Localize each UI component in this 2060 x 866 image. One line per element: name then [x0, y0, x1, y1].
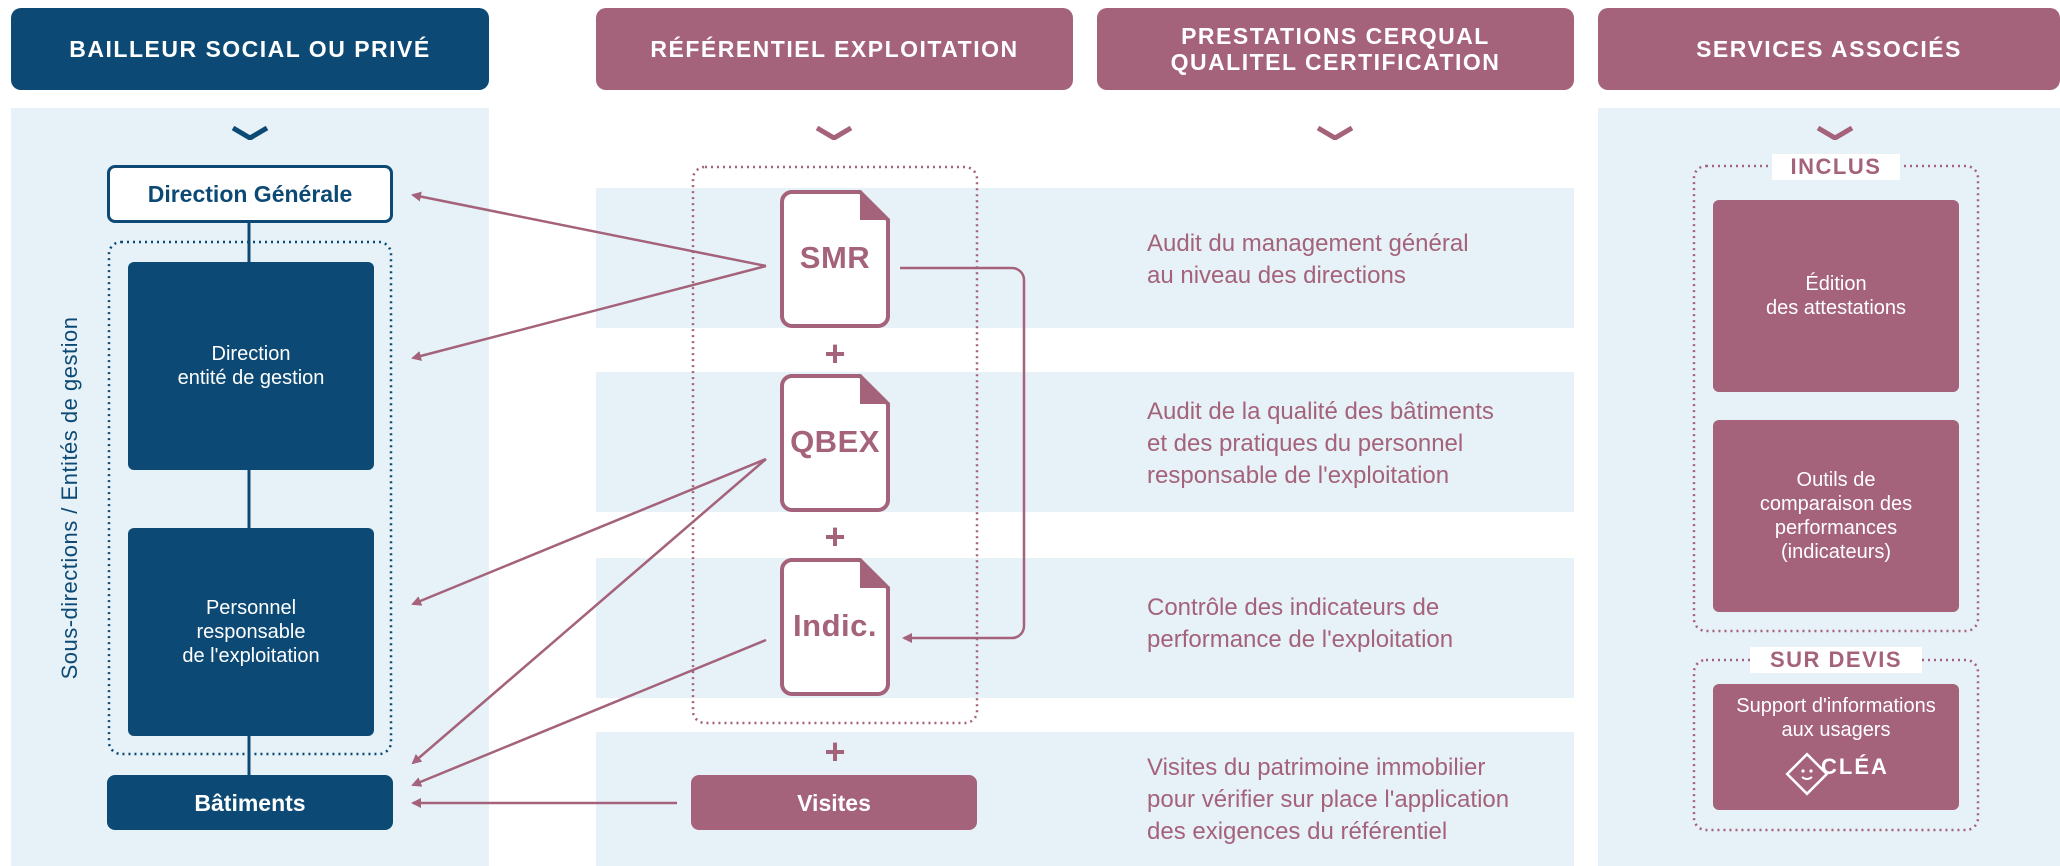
document-icon: [780, 558, 890, 696]
document-icon: [780, 190, 890, 328]
plus-icon: +: [824, 731, 846, 772]
doc-smr: SMR: [780, 190, 890, 328]
edition-box: Édition des attestations: [1713, 200, 1959, 392]
direction-generale-box: Direction Générale: [107, 165, 393, 223]
header-bailleur: BAILLEUR SOCIAL OU PRIVÉ: [11, 8, 489, 90]
support-box: Support d'informations aux usagers CLÉA: [1713, 684, 1959, 810]
vertical-label: Sous-directions / Entités de gestion: [57, 316, 82, 680]
batiments-box: Bâtiments: [107, 775, 393, 830]
doc-label: Indic.: [793, 608, 877, 643]
prestation-qbex: Audit de la qualité des bâtiments et des…: [1147, 398, 1494, 489]
prestation-smr: Audit du management général au niveau de…: [1147, 230, 1469, 289]
chevron-down-icon: [231, 126, 269, 140]
outils-box: Outils de comparaison des performances (…: [1713, 420, 1959, 612]
header-prestations: PRESTATIONS CERQUAL QUALITEL CERTIFICATI…: [1097, 8, 1574, 90]
personnel-box: Personnel responsable de l'exploitation: [128, 528, 374, 736]
document-icon: [780, 374, 890, 512]
band-indic: [596, 558, 1574, 698]
doc-qbex: QBEX: [780, 374, 890, 512]
chevron-down-icon: [1816, 126, 1854, 140]
clea-logo-icon: [1785, 752, 1829, 796]
chevron-down-icon: [1316, 126, 1354, 140]
doc-label: SMR: [799, 240, 871, 275]
header-services: SERVICES ASSOCIÉS: [1598, 8, 2060, 90]
plus-icon: +: [824, 516, 846, 557]
header-referentiel: RÉFÉRENTIEL EXPLOITATION: [596, 8, 1073, 90]
support-text: Support d'informations aux usagers: [1736, 695, 1936, 741]
visites-box: Visites: [691, 775, 977, 830]
inclus-label: INCLUS: [1772, 154, 1900, 180]
clea-logo: CLÉA: [1783, 748, 1903, 800]
chevron-down-icon: [815, 126, 853, 140]
doc-indic: Indic.: [780, 558, 890, 696]
clea-wordmark: CLÉA: [1821, 754, 1889, 779]
band-qbex: [596, 372, 1574, 512]
direction-entite-box: Direction entité de gestion: [128, 262, 374, 470]
prestation-visites: Visites du patrimoine immobilier pour vé…: [1147, 754, 1510, 845]
prestation-indic: Contrôle des indicateurs de performance …: [1147, 594, 1454, 653]
sur-devis-label: SUR DEVIS: [1750, 647, 1922, 673]
doc-label: QBEX: [790, 424, 880, 459]
plus-icon: +: [824, 333, 846, 374]
band-smr: [596, 188, 1574, 328]
